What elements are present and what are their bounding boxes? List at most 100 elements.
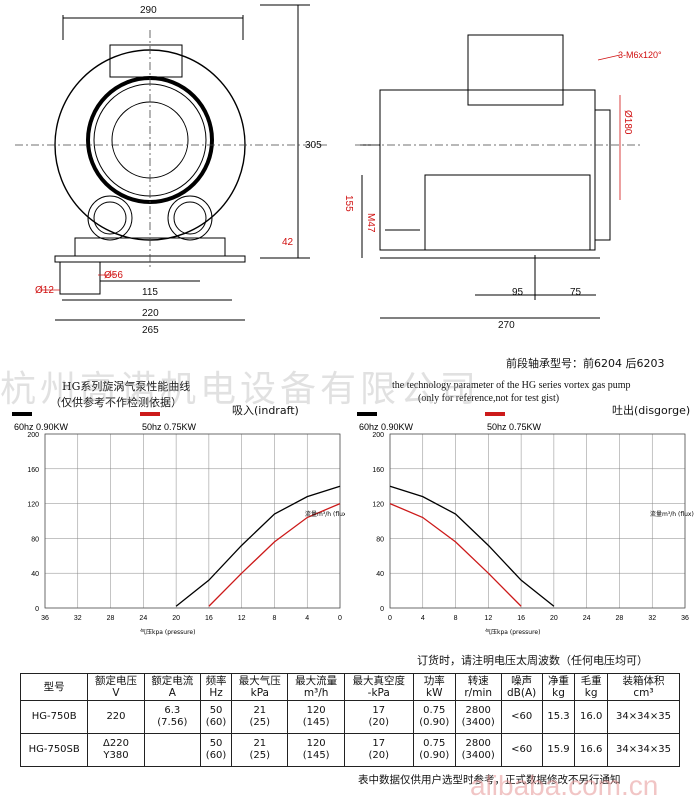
technical-drawing xyxy=(15,4,640,321)
table-cell: 21 (25) xyxy=(231,700,289,734)
x-tick-label: 4 xyxy=(421,615,425,622)
header-unit: kW xyxy=(426,687,443,699)
series-line xyxy=(208,503,341,607)
x-tick-label: 16 xyxy=(517,615,525,622)
table-cell: Δ220 Y380 xyxy=(87,733,145,767)
x-tick-label: 32 xyxy=(74,615,82,622)
side-junction-box xyxy=(467,34,564,106)
y-axis-label: 流量m³/h (flux) xyxy=(305,510,345,518)
y-tick-label: 160 xyxy=(27,467,39,474)
dim-75: 75 xyxy=(570,287,582,298)
header-unit: V xyxy=(112,687,120,699)
table-header-cell: 最大真空度-kPa xyxy=(343,673,414,701)
header-label: 最大气压 xyxy=(238,675,281,687)
dim-height: 305 xyxy=(305,140,322,151)
table-header-cell: 型号 xyxy=(19,673,89,701)
header-label: 转速 xyxy=(467,675,489,687)
header-unit: cm³ xyxy=(633,687,654,699)
x-tick-label: 0 xyxy=(338,615,342,622)
header-label: 频率 xyxy=(205,675,227,687)
plot-frame xyxy=(44,433,341,609)
header-unit: kPa xyxy=(250,687,269,699)
dim-270: 270 xyxy=(498,320,515,331)
header-label: 最大流量 xyxy=(295,675,338,687)
y-tick-label: 0 xyxy=(380,606,384,613)
table-cell: 15.9 xyxy=(541,733,576,767)
x-tick-label: 8 xyxy=(454,615,458,622)
dim-220: 220 xyxy=(142,308,159,319)
x-tick-label: 32 xyxy=(648,615,656,622)
order-note: 订货时，请注明电压太周波数（任何电压均可） xyxy=(417,654,648,667)
dim-42: 42 xyxy=(282,237,294,248)
table-cell: <60 xyxy=(500,733,543,767)
y-tick-label: 160 xyxy=(372,467,384,474)
dim-95: 95 xyxy=(512,287,524,298)
dim-width-top: 290 xyxy=(140,5,157,16)
table-cell: 34×34×35 xyxy=(607,700,680,734)
legend-label: 60hz 0.90KW xyxy=(14,422,69,432)
dim-dia-12: Ø12 xyxy=(35,285,54,296)
table-cell xyxy=(143,733,201,767)
footer-note: 表中数据仅供用户选型时参考，正式数据修改不另行通知 xyxy=(358,774,621,786)
x-axis-label: 气压kpa (pressure) xyxy=(140,628,195,636)
watermark-site: alibaba.com.cn xyxy=(470,770,659,801)
x-tick-label: 12 xyxy=(238,615,246,622)
inlet-port xyxy=(87,195,133,241)
y-axis-label: 流量m³/h (flux) xyxy=(650,510,694,518)
y-tick-label: 120 xyxy=(372,502,384,509)
table-cell: 16.0 xyxy=(574,700,609,734)
chart-subtitle-en: (only for reference,not for test gist) xyxy=(418,393,560,404)
table-cell: 17 (20) xyxy=(343,700,414,734)
table-cell: 34×34×35 xyxy=(607,733,680,767)
header-label: 装箱体积 xyxy=(622,675,665,687)
outlet-port xyxy=(167,195,213,241)
dim-m47: M47 xyxy=(365,213,376,233)
table-cell: 16.6 xyxy=(574,733,609,767)
table-cell: 2800 (3400) xyxy=(454,700,502,734)
header-unit: Hz xyxy=(209,687,223,699)
x-tick-label: 24 xyxy=(583,615,591,622)
side-housing xyxy=(379,89,596,251)
table-cell: 2800 (3400) xyxy=(454,733,502,767)
header-unit: dB(A) xyxy=(507,687,537,699)
x-tick-label: 16 xyxy=(205,615,213,622)
x-tick-label: 20 xyxy=(172,615,180,622)
dim-dia-180: Ø180 xyxy=(622,110,633,135)
x-tick-label: 8 xyxy=(272,615,276,622)
table-cell: 50 (60) xyxy=(199,700,233,734)
series-line xyxy=(389,503,522,607)
table-cell: 0.75 (0.90) xyxy=(412,700,456,734)
table-cell: 15.3 xyxy=(541,700,576,734)
x-tick-label: 4 xyxy=(305,615,309,622)
dim-115: 115 xyxy=(142,287,158,298)
header-label: 噪声 xyxy=(511,675,533,687)
table-cell: 6.3 (7.56) xyxy=(143,700,201,734)
x-tick-label: 36 xyxy=(681,615,689,622)
chart-subtitle-cn: （仅供参考不作检测依据） xyxy=(50,396,182,409)
table-cell: 21 (25) xyxy=(231,733,289,767)
table-cell: HG-750B xyxy=(19,700,89,734)
x-tick-label: 36 xyxy=(41,615,49,622)
dim-265: 265 xyxy=(142,325,159,336)
right-chart-label: 吐出(disgorge) xyxy=(612,404,691,417)
motor-body xyxy=(424,174,591,251)
header-label: 毛重 xyxy=(580,675,602,687)
x-tick-label: 20 xyxy=(550,615,558,622)
dim-dia-56: Ø56 xyxy=(104,270,123,281)
series-line xyxy=(175,485,341,607)
chart-title-cn: HG系列旋涡气泵性能曲线 xyxy=(62,380,191,393)
